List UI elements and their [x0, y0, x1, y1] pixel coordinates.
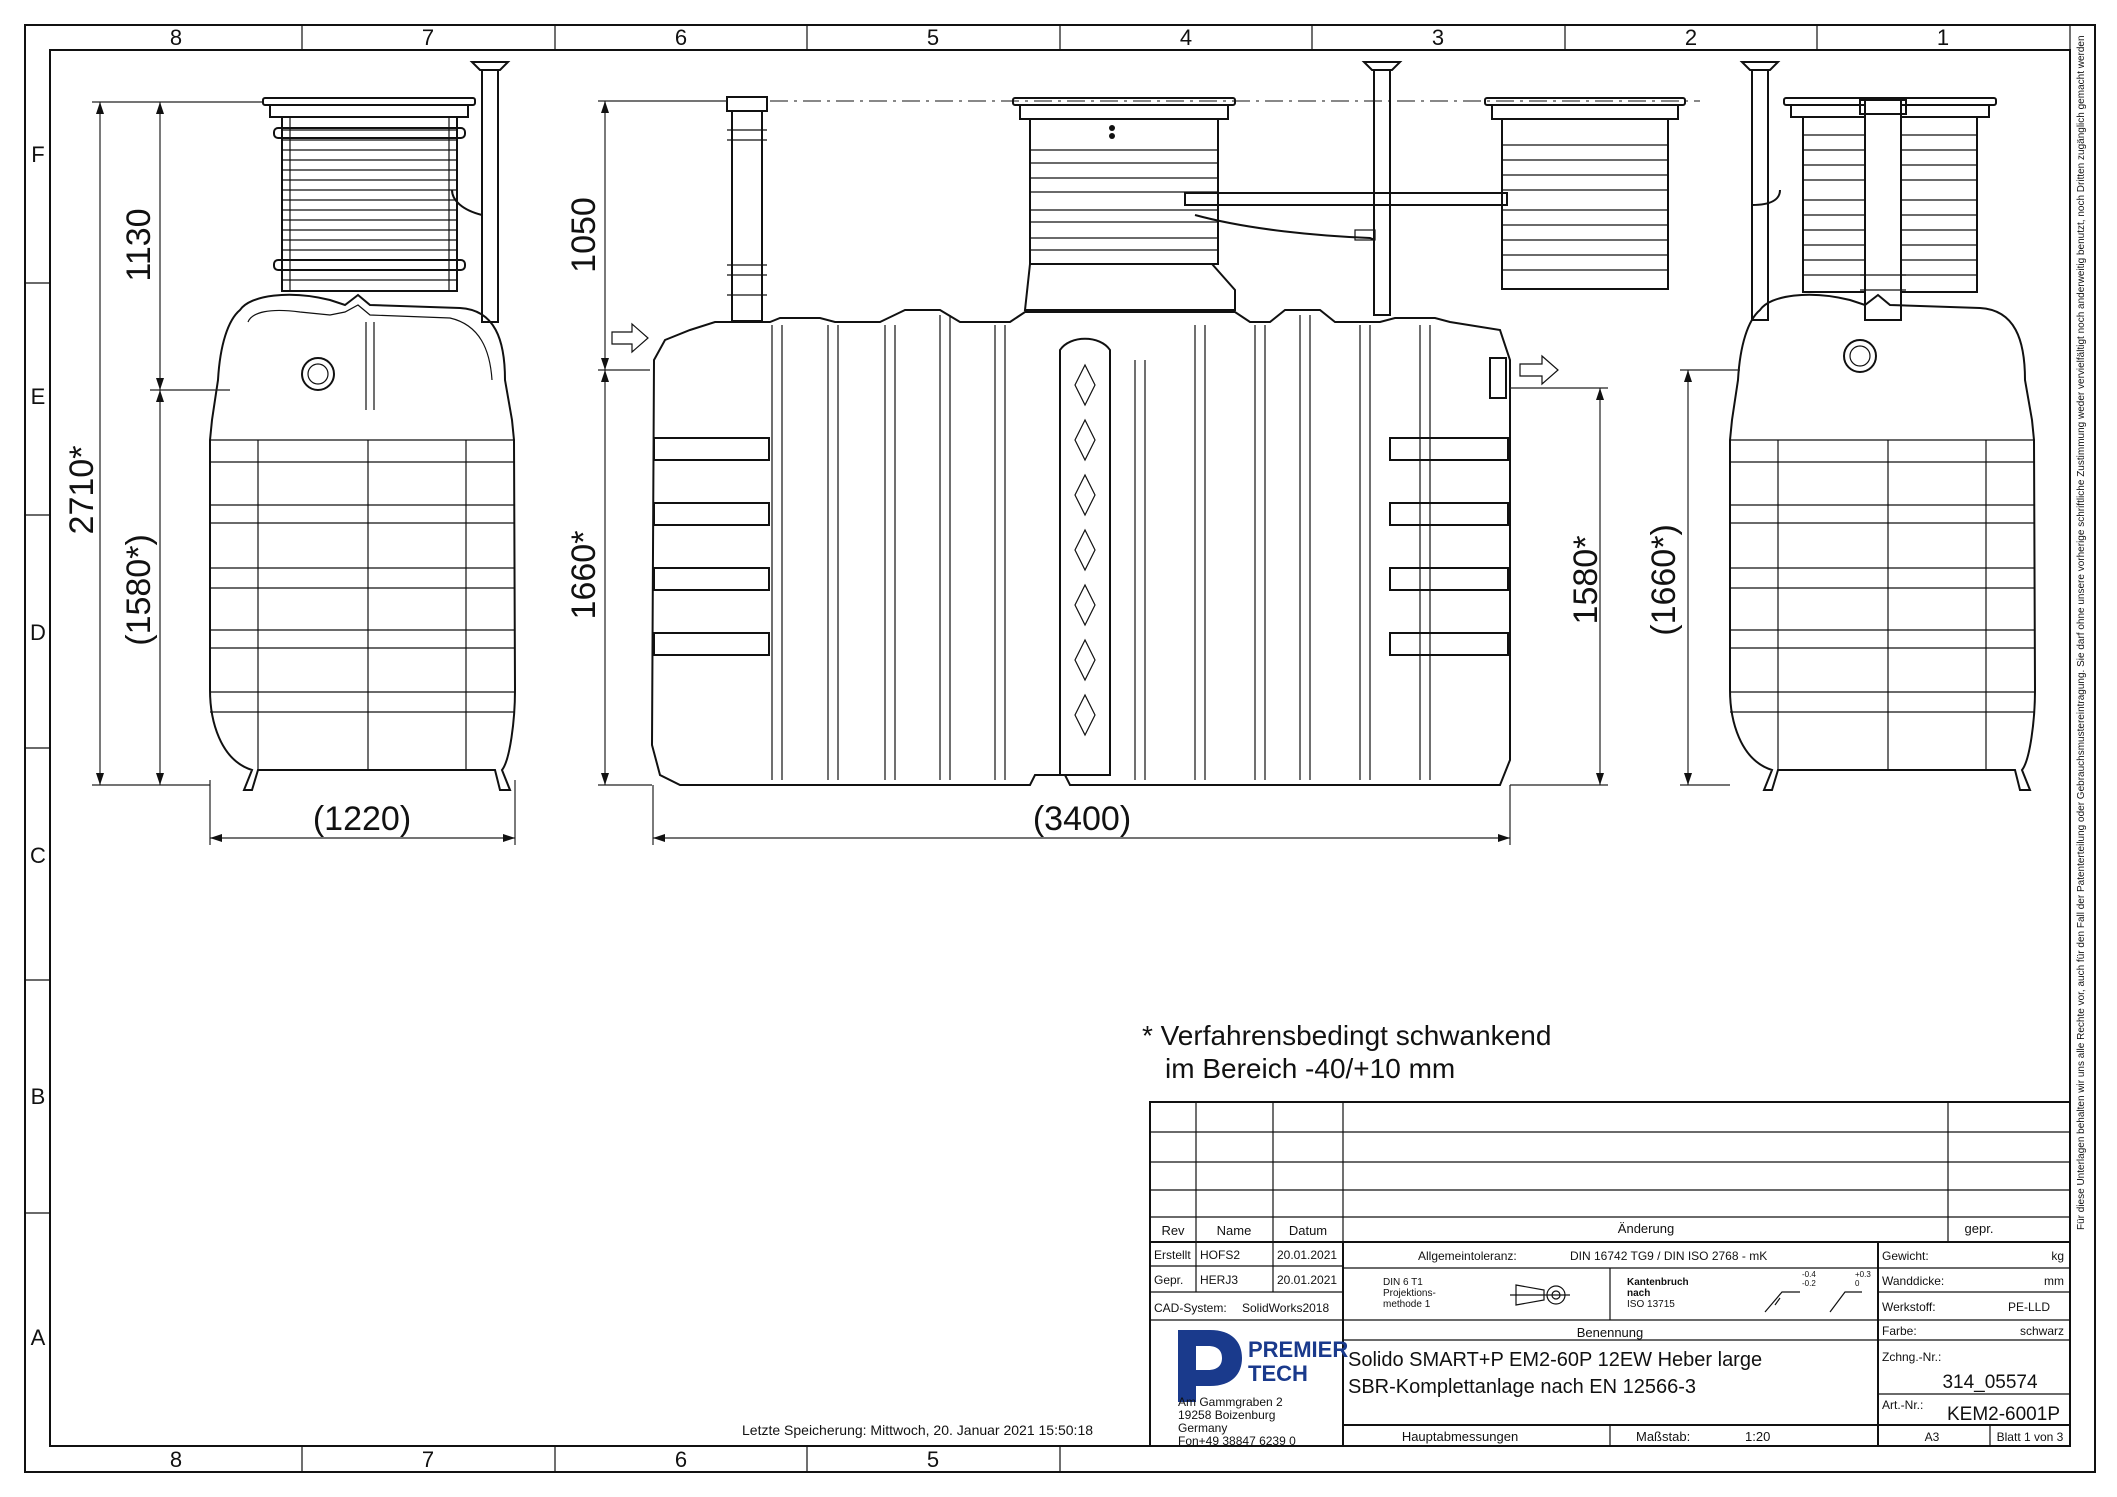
dim-center-width: (3400)	[1033, 800, 1131, 838]
col-label-bottom: 8	[170, 1447, 182, 1472]
title-line-1: Solido SMART+P EM2-60P 12EW Heber large	[1348, 1349, 1762, 1371]
left-dimensions: 2710* 1130 (1580*) (1220)	[63, 101, 516, 845]
row-label: E	[31, 384, 46, 409]
gepr-date: 20.01.2021	[1277, 1273, 1337, 1287]
rev-header: Rev	[1161, 1223, 1185, 1238]
werkstoff-label: Werkstoff:	[1882, 1300, 1936, 1314]
farbe-value: schwarz	[2020, 1324, 2064, 1338]
massstab-value: 1:20	[1745, 1429, 1770, 1444]
title-line-2: SBR-Komplettanlage nach EN 12566-3	[1348, 1376, 1696, 1398]
gepr-name: HERJ3	[1200, 1273, 1238, 1287]
zchng-value: 314_05574	[1942, 1372, 2038, 1393]
edge-line-2: nach	[1627, 1288, 1650, 1299]
copyright-note: Für diese Unterlagen behalten wir uns al…	[2076, 35, 2087, 1230]
gewicht-unit: kg	[2051, 1249, 2064, 1263]
edge-tol2-upper: +0.3	[1855, 1270, 1871, 1279]
last-saved: Letzte Speicherung: Mittwoch, 20. Januar…	[742, 1422, 1093, 1438]
address-line-3: Germany	[1178, 1421, 1227, 1435]
address-line-2: 19258 Boizenburg	[1178, 1408, 1275, 1422]
dim-left-width: (1220)	[313, 800, 411, 838]
projection-symbol-icon	[1510, 1284, 1570, 1306]
dim-left-total-height: 2710*	[63, 446, 101, 535]
col-label-top: 4	[1180, 25, 1192, 50]
col-label-top: 2	[1685, 25, 1697, 50]
address-line-1: Am Gammgraben 2	[1178, 1395, 1283, 1409]
wanddicke-label: Wanddicke:	[1882, 1274, 1944, 1288]
note-line-2: im Bereich -40/+10 mm	[1165, 1053, 1455, 1084]
col-label-top: 7	[422, 25, 434, 50]
edge-tol2-lower: 0	[1855, 1279, 1860, 1288]
inlet-arrow-icon	[611, 322, 649, 354]
edge-symbol-icon	[1764, 1291, 1862, 1313]
dim-center-right-body: 1580*	[1567, 536, 1605, 625]
art-label: Art.-Nr.:	[1882, 1398, 1923, 1412]
projection-line-2: Projektions-	[1383, 1288, 1436, 1299]
row-label: F	[31, 142, 44, 167]
hauptabmessungen: Hauptabmessungen	[1402, 1429, 1518, 1444]
col-label-bottom: 6	[675, 1447, 687, 1472]
title-block: Erstellt HOFS2 20.01.2021 Gepr. HERJ3 20…	[1149, 1241, 2071, 1448]
premier-tech-logo-icon: PREMIER TECH	[1178, 1330, 1348, 1402]
tolerance-value: DIN 16742 TG9 / DIN ISO 2768 - mK	[1570, 1249, 1767, 1263]
projection-line-1: DIN 6 T1	[1383, 1277, 1423, 1288]
column-ticks	[301, 25, 1818, 1472]
col-label-top: 1	[1937, 25, 1949, 50]
cad-label: CAD-System:	[1154, 1301, 1227, 1315]
name-header: Name	[1217, 1223, 1252, 1238]
erstellt-label: Erstellt	[1154, 1248, 1191, 1262]
address-line-4: Fon+49 38847 6239 0	[1178, 1434, 1296, 1448]
col-label-top: 6	[675, 25, 687, 50]
note-line-1: * Verfahrensbedingt schwankend	[1142, 1020, 1551, 1051]
row-label: B	[31, 1084, 46, 1109]
zchng-label: Zchng.-Nr.:	[1882, 1350, 1941, 1364]
edge-line-3: ISO 13715	[1627, 1299, 1675, 1310]
erstellt-name: HOFS2	[1200, 1248, 1240, 1262]
dim-center-neck: 1050	[565, 197, 603, 273]
dim-center-body: 1660*	[565, 531, 603, 620]
erstellt-date: 20.01.2021	[1277, 1248, 1337, 1262]
dim-right-body: (1660*)	[1645, 524, 1683, 636]
projection-line-3: methode 1	[1383, 1299, 1431, 1310]
benennung-label: Benennung	[1577, 1325, 1644, 1340]
blatt: Blatt 1 von 3	[1997, 1430, 2064, 1444]
col-label-top: 3	[1432, 25, 1444, 50]
center-dimensions: 1050 1660* 1580* (3400)	[565, 100, 1608, 845]
center-side-view	[650, 61, 1686, 786]
tolerance-label: Allgemeintoleranz:	[1418, 1249, 1517, 1263]
col-label-bottom: 7	[422, 1447, 434, 1472]
row-ticks	[25, 282, 50, 1214]
datum-header: Datum	[1289, 1223, 1327, 1238]
dim-left-neck: 1130	[120, 208, 158, 281]
edge-tol-upper: -0.4	[1802, 1270, 1816, 1279]
wanddicke-unit: mm	[2044, 1274, 2064, 1288]
col-label-top: 8	[170, 25, 182, 50]
aenderung-header: Änderung	[1618, 1221, 1674, 1236]
col-label-bottom: 5	[927, 1447, 939, 1472]
massstab-label: Maßstab:	[1636, 1429, 1690, 1444]
gepr-header: gepr.	[1965, 1221, 1994, 1236]
gepr-label: Gepr.	[1154, 1273, 1183, 1287]
edge-line-1: Kantenbruch	[1627, 1277, 1689, 1288]
left-end-view	[209, 61, 517, 791]
company-name-1: PREMIER	[1248, 1337, 1348, 1362]
werkstoff-value: PE-LLD	[2008, 1300, 2050, 1314]
row-label: C	[30, 843, 46, 868]
art-value: KEM2-6001P	[1947, 1404, 2060, 1425]
gewicht-label: Gewicht:	[1882, 1249, 1929, 1263]
dim-left-body: (1580*)	[120, 534, 158, 646]
row-label: A	[31, 1325, 46, 1350]
farbe-label: Farbe:	[1882, 1324, 1917, 1338]
row-label: D	[30, 620, 46, 645]
format: A3	[1925, 1430, 1940, 1444]
edge-tol-lower: -0.2	[1802, 1279, 1816, 1288]
revision-table: Rev Name Datum Änderung gepr.	[1149, 1101, 2071, 1243]
right-dimensions: (1660*)	[1645, 369, 1740, 786]
company-name-2: TECH	[1248, 1361, 1308, 1386]
cad-value: SolidWorks2018	[1242, 1301, 1329, 1315]
right-end-view	[1729, 61, 2037, 791]
outlet-arrow-icon	[1519, 354, 1559, 386]
col-label-top: 5	[927, 25, 939, 50]
